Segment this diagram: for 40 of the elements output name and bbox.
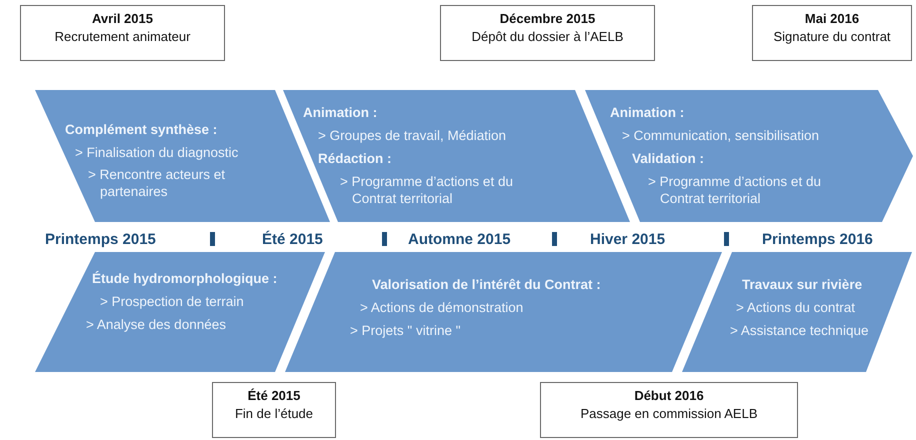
season-label: Été 2015	[262, 231, 323, 248]
milestone-box	[540, 382, 798, 438]
season-label: Hiver 2015	[590, 231, 666, 248]
phase-heading: Valorisation de l’intérêt du Contrat :	[372, 276, 601, 293]
season-label: Printemps 2016	[762, 231, 873, 248]
milestone-text: Passage en commission AELB	[579, 405, 759, 423]
phase-item: > Programme d’actions et du Contrat territorial	[340, 173, 514, 207]
season-label: Automne 2015	[408, 231, 511, 248]
phase-item: > Prospection de terrain	[100, 293, 244, 310]
milestone-box	[440, 5, 655, 61]
milestone-date: Été 2015	[246, 387, 302, 405]
phase-item: > Projets " vitrine "	[350, 322, 460, 339]
milestone-date: Avril 2015	[91, 10, 154, 28]
phase-item: > Rencontre acteurs et partenaires	[88, 166, 226, 200]
phase-item: > Groupes de travail, Médiation	[318, 127, 506, 144]
milestone-text: Dépôt du dossier à l’AELB	[470, 28, 624, 46]
phase-item: > Programme d’actions et du Contrat territorial	[648, 173, 822, 207]
phase-item: > Actions de démonstration	[360, 299, 524, 316]
phase-item: > Communication, sensibilisation	[622, 127, 819, 144]
milestone-text: Signature du contrat	[772, 28, 892, 46]
season-label: Printemps 2015	[45, 231, 156, 248]
phase-heading: Animation :	[303, 104, 378, 121]
phase-item: > Finalisation du diagnostic	[75, 144, 238, 161]
phase-heading: Travaux sur rivière	[742, 276, 862, 293]
milestone-date: Mai 2016	[804, 10, 860, 28]
phase-heading: Étude hydromorphologique :	[92, 270, 278, 287]
milestone-text: Recrutement animateur	[54, 28, 192, 46]
milestone-box	[212, 382, 336, 438]
milestone-box	[20, 5, 225, 61]
milestone-text: Fin de l’étude	[234, 405, 314, 423]
phase-heading: Animation :	[610, 104, 684, 121]
phase-heading: Rédaction :	[318, 150, 392, 167]
phase-item: > Actions du contrat	[736, 299, 855, 316]
phase-item: > Assistance technique	[730, 322, 868, 339]
phase-item: > Analyse des données	[86, 316, 226, 333]
phase-heading: Complément synthèse :	[65, 121, 218, 138]
milestone-box	[752, 5, 912, 61]
milestone-date: Début 2016	[633, 387, 705, 405]
milestone-date: Décembre 2015	[498, 10, 596, 28]
phase-heading: Validation :	[632, 150, 704, 167]
